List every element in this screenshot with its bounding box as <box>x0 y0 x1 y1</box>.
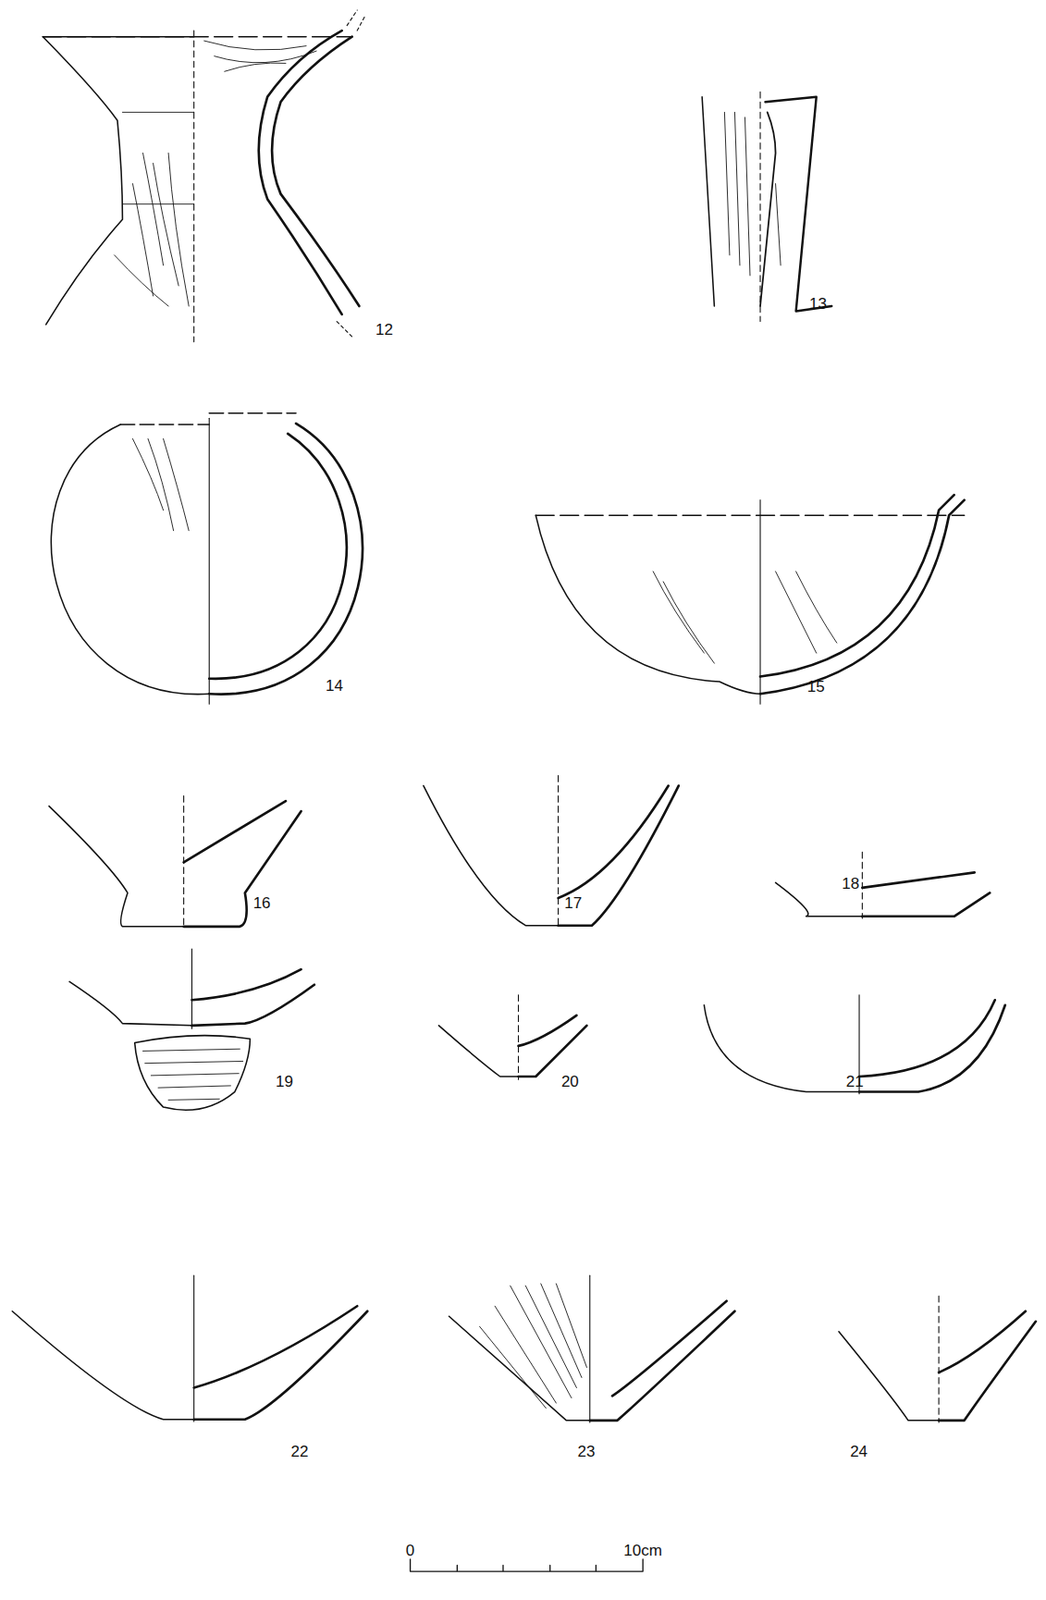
vessel-13 <box>701 91 832 321</box>
callout-number: 16 <box>253 895 271 911</box>
callout-number: 13 <box>809 295 827 312</box>
vessel-14 <box>50 413 363 704</box>
vessel-22 <box>12 1275 368 1422</box>
vessel-19 <box>69 948 315 1110</box>
vessel-21 <box>703 995 1005 1095</box>
vessel-23 <box>449 1275 736 1423</box>
scale-bar <box>410 1559 644 1572</box>
scale-label: 10cm <box>623 1542 663 1559</box>
vessel-16 <box>49 796 302 929</box>
callout-number: 20 <box>561 1073 579 1090</box>
callout-number: 18 <box>841 875 860 892</box>
callout-number: 22 <box>290 1443 308 1460</box>
callout-number: 23 <box>578 1443 596 1460</box>
vessel-17 <box>423 775 679 929</box>
vessel-20 <box>438 995 587 1081</box>
vessel-18 <box>775 851 991 919</box>
vessel-24 <box>838 1295 1036 1423</box>
vessel-12 <box>42 10 366 343</box>
callout-number: 12 <box>375 321 394 338</box>
callout-number: 24 <box>849 1443 868 1460</box>
scale-label: 0 <box>406 1542 415 1559</box>
callout-number: 17 <box>564 895 582 911</box>
callout-number: 15 <box>807 678 825 695</box>
callout-number: 14 <box>325 677 344 694</box>
vessel-15 <box>535 494 964 704</box>
callout-number: 19 <box>275 1073 294 1090</box>
callout-number: 21 <box>846 1073 864 1090</box>
